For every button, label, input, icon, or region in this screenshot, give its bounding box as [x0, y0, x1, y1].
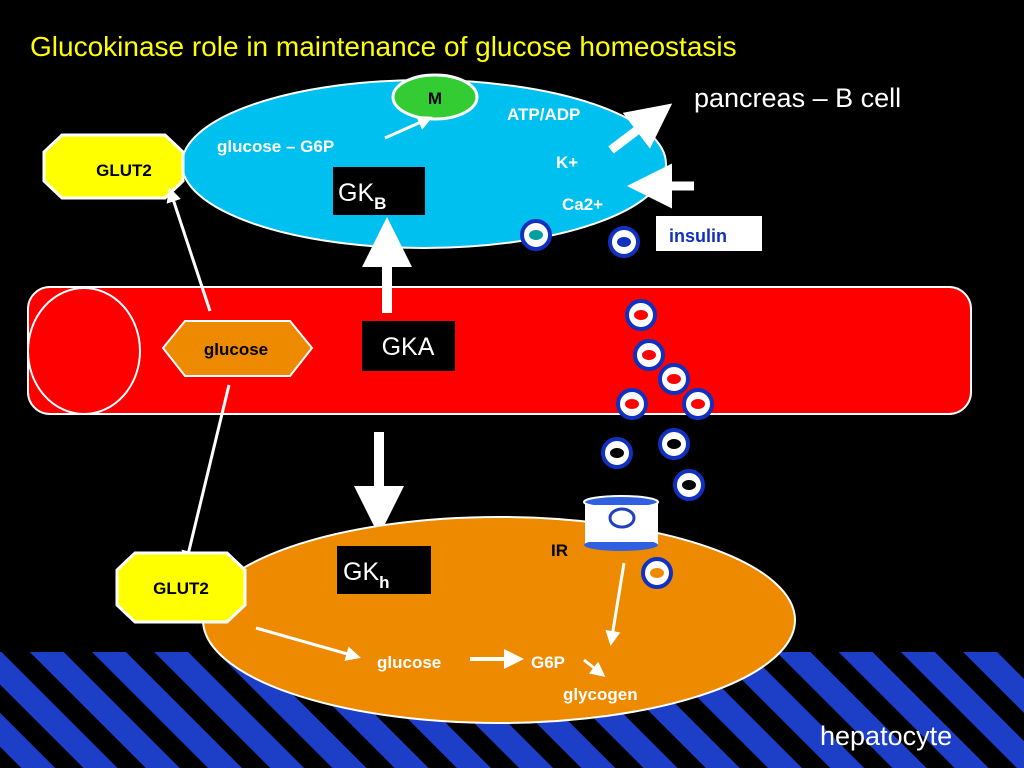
- atp-adp-label: ATP/ADP: [507, 105, 580, 124]
- gk-h-box: [337, 546, 431, 594]
- glycogen-label: glycogen: [563, 685, 638, 704]
- gk-h-label: GKh: [343, 558, 390, 592]
- gk-h-sub: h: [379, 573, 389, 592]
- vessel-opening: [27, 287, 141, 415]
- g6p-label: G6P: [531, 653, 565, 672]
- insulin-molecule: [625, 299, 657, 331]
- arrow-glucose-to-glut2-beta: [166, 187, 212, 312]
- m-label: M: [428, 89, 442, 108]
- insulin-receptor: [583, 495, 659, 551]
- gk-b-main: GK: [338, 179, 374, 207]
- slide-title: Glucokinase role in maintenance of gluco…: [30, 31, 737, 62]
- arrow-receptor-to-glycogen: [605, 562, 626, 646]
- hepatocyte-cell: [202, 516, 796, 724]
- glut2-beta-label: GLUT2: [96, 161, 152, 180]
- gk-b-box: [333, 167, 425, 215]
- insulin-molecule: [641, 557, 673, 589]
- glut2-beta: [42, 133, 185, 200]
- gk-h-main: GK: [343, 558, 379, 586]
- glut2-liver-label: GLUT2: [153, 579, 209, 598]
- gk-b-label: GKB: [338, 179, 386, 213]
- gk-b-sub: B: [374, 194, 386, 213]
- gka-box: [362, 321, 455, 371]
- arrow-secretion-out: [608, 103, 673, 154]
- glut2-liver: [115, 551, 247, 624]
- glucose-g6p-label: glucose – G6P: [217, 137, 334, 156]
- insulin-molecule: [520, 219, 552, 251]
- pancreas-label: pancreas – B cell: [694, 83, 901, 113]
- insulin-molecule: [608, 226, 640, 258]
- arrow-glucose-to-glut2-liver: [181, 384, 231, 566]
- insulin-molecule: [673, 469, 705, 501]
- ir-label: IR: [551, 541, 568, 560]
- insulin-label: insulin: [669, 226, 727, 246]
- glucose-vessel-node: [161, 320, 314, 377]
- insulin-molecule: [658, 363, 690, 395]
- insulin-box: [656, 216, 762, 251]
- k-plus-label: K+: [556, 153, 578, 172]
- insulin-molecule: [601, 437, 633, 469]
- insulin-molecules: [520, 219, 714, 589]
- insulin-molecule: [616, 388, 648, 420]
- insulin-molecule: [633, 339, 665, 371]
- arrow-g6p-to-glycogen: [583, 658, 606, 677]
- gka-label: GKA: [382, 333, 435, 361]
- ca2-plus-label: Ca2+: [562, 195, 603, 214]
- insulin-molecule: [682, 388, 714, 420]
- arrow-glut2-to-glucose-liver: [255, 626, 361, 661]
- hepatocyte-label: hepatocyte: [820, 721, 952, 751]
- arrow-to-m: [384, 116, 433, 140]
- glucose-vessel-label: glucose: [204, 340, 268, 359]
- insulin-molecule: [658, 428, 690, 460]
- m-node: [391, 73, 479, 121]
- glucose-liver-label: glucose: [377, 653, 441, 672]
